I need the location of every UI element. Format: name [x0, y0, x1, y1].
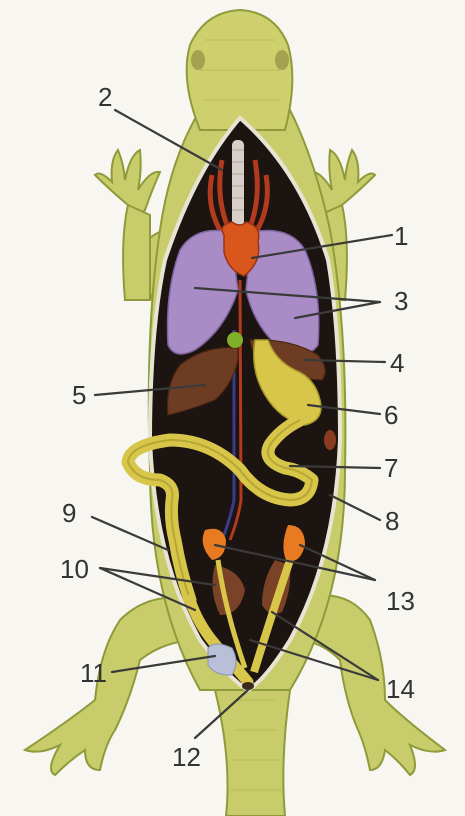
label-13: 13	[386, 586, 415, 616]
left-fore-arm	[123, 205, 150, 300]
label-2: 2	[98, 82, 112, 112]
label-12: 12	[172, 742, 201, 772]
label-6: 6	[384, 400, 398, 430]
urinary-bladder	[208, 644, 236, 675]
label-14: 14	[386, 674, 415, 704]
left-eye	[191, 50, 205, 70]
right-eye	[275, 50, 289, 70]
label-10: 10	[60, 554, 89, 584]
label-7: 7	[384, 453, 398, 483]
label-9: 9	[62, 498, 76, 528]
label-4: 4	[390, 348, 404, 378]
label-1: 1	[394, 221, 408, 251]
trachea	[232, 140, 244, 235]
spleen	[324, 430, 336, 450]
label-8: 8	[385, 506, 399, 536]
label-5: 5	[72, 380, 86, 410]
cloaca	[242, 682, 254, 690]
label-3: 3	[394, 286, 408, 316]
gallbladder	[227, 332, 243, 348]
label-11: 11	[80, 658, 107, 688]
